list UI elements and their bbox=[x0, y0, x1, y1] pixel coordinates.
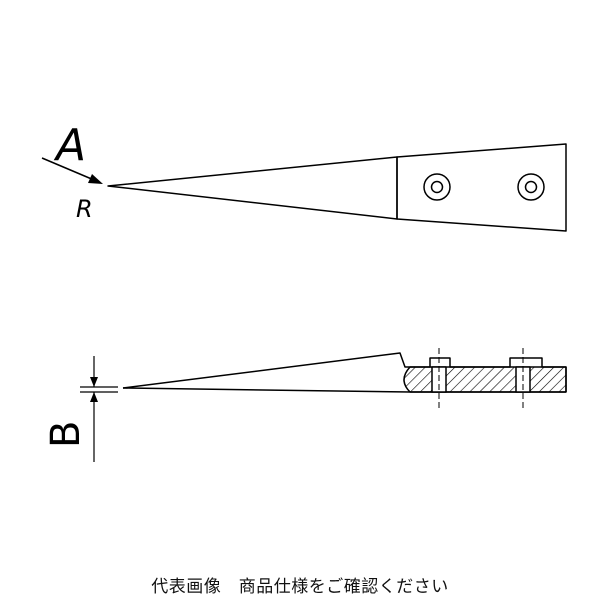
dimension-b-group bbox=[80, 356, 118, 462]
arrow-a-line bbox=[41, 157, 95, 181]
screw-hole-left bbox=[423, 173, 451, 201]
dim-b-arrow-up-icon bbox=[90, 392, 98, 402]
top-view bbox=[107, 143, 567, 232]
label-r: R bbox=[76, 195, 93, 223]
handle-top-step bbox=[410, 357, 567, 392]
blade-bottom-edge bbox=[122, 387, 411, 393]
label-a-group: A R bbox=[41, 120, 103, 223]
handle-section-hatch bbox=[403, 366, 567, 393]
tip-blade-top bbox=[107, 156, 398, 220]
side-view bbox=[122, 348, 567, 408]
arrow-a-head-icon bbox=[88, 174, 103, 184]
label-a: A bbox=[53, 120, 86, 171]
caption-representative-image: 代表画像 商品仕様をご確認ください bbox=[151, 577, 449, 597]
handle-plate-top bbox=[396, 143, 567, 232]
screw-hole-right bbox=[517, 173, 545, 201]
dim-b-arrow-down-icon bbox=[90, 377, 98, 387]
tip-blade-side bbox=[122, 352, 410, 389]
label-b: B bbox=[43, 421, 89, 448]
